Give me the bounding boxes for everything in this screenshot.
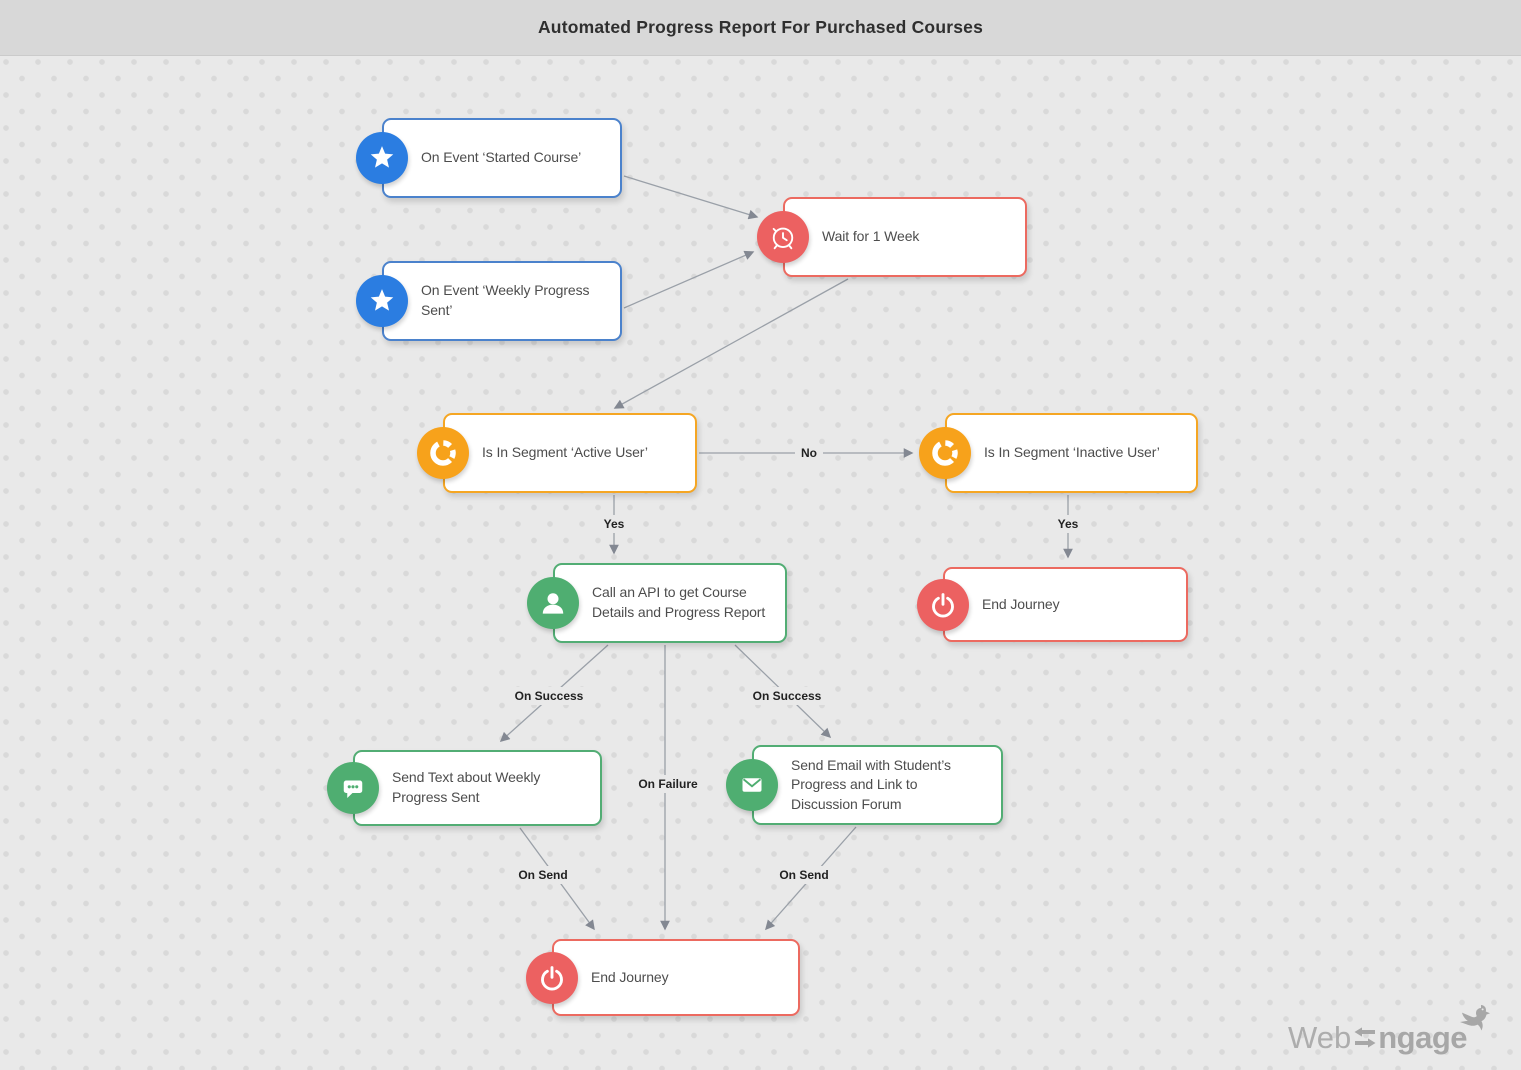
node-call-api[interactable]: Call an API to get Course Details and Pr… bbox=[527, 563, 787, 643]
segment-donut-icon bbox=[417, 427, 469, 479]
envelope-icon bbox=[726, 759, 778, 811]
logo-text-ngage: ngage bbox=[1378, 1019, 1467, 1055]
node-label: End Journey bbox=[982, 595, 1060, 612]
webengage-logo: Web ngage bbox=[1288, 1005, 1497, 1056]
flow-canvas[interactable]: On Event ‘Started Course’ On Event ‘Week… bbox=[0, 57, 1521, 1070]
node-label: Send Text about Weekly Progress Sent bbox=[392, 769, 541, 805]
edge-label-yes-left: Yes bbox=[597, 515, 631, 533]
edge-weekly-to-wait bbox=[623, 250, 755, 309]
star-icon bbox=[356, 132, 408, 184]
node-wait-for-1-week[interactable]: Wait for 1 Week bbox=[757, 197, 1027, 277]
node-segment-active-user[interactable]: Is In Segment ‘Active User’ bbox=[417, 413, 697, 493]
node-event-weekly-progress-sent[interactable]: On Event ‘Weekly Progress Sent’ bbox=[356, 261, 622, 341]
chat-bubble-icon bbox=[327, 762, 379, 814]
node-label: On Event ‘Started Course’ bbox=[421, 149, 582, 166]
node-label: Is In Segment ‘Inactive User’ bbox=[984, 444, 1160, 461]
node-end-journey-final[interactable]: End Journey bbox=[526, 939, 800, 1016]
node-label: End Journey bbox=[591, 968, 669, 985]
node-send-email[interactable]: Send Email with Student’s Progress and L… bbox=[726, 745, 1003, 825]
edge-label-on-success-right: On Success bbox=[746, 687, 828, 705]
node-segment-inactive-user[interactable]: Is In Segment ‘Inactive User’ bbox=[919, 413, 1198, 493]
edge-label-no: No bbox=[795, 444, 823, 462]
segment-donut-icon bbox=[919, 427, 971, 479]
node-end-journey-inactive[interactable]: End Journey bbox=[917, 567, 1188, 642]
alarm-clock-icon bbox=[757, 211, 809, 263]
logo-text-web: Web bbox=[1288, 1019, 1352, 1055]
node-label: Call an API to get Course Details and Pr… bbox=[592, 584, 766, 620]
user-icon bbox=[527, 577, 579, 629]
edge-wait-to-segment-active bbox=[613, 278, 849, 409]
node-send-text[interactable]: Send Text about Weekly Progress Sent bbox=[327, 750, 602, 826]
node-event-started-course[interactable]: On Event ‘Started Course’ bbox=[356, 118, 622, 198]
page-title: Automated Progress Report For Purchased … bbox=[537, 17, 984, 37]
edge-label-on-failure: On Failure bbox=[632, 775, 704, 793]
logo-bird-icon bbox=[1460, 1004, 1490, 1041]
edge-label-yes-right: Yes bbox=[1051, 515, 1085, 533]
edge-label-on-send-right: On Send bbox=[773, 866, 835, 884]
node-label: Is In Segment ‘Active User’ bbox=[482, 444, 648, 461]
node-label: Send Email with Student’s Progress and L… bbox=[791, 756, 951, 812]
power-icon bbox=[917, 578, 969, 631]
star-icon bbox=[356, 275, 408, 327]
edge-label-on-success-left: On Success bbox=[508, 687, 590, 705]
edge-label-on-send-left: On Send bbox=[512, 866, 574, 884]
edge-started-to-wait bbox=[623, 175, 759, 220]
node-label: On Event ‘Weekly Progress Sent’ bbox=[421, 282, 590, 318]
node-label: Wait for 1 Week bbox=[822, 228, 920, 245]
power-icon bbox=[526, 951, 578, 1004]
header-bar: Automated Progress Report For Purchased … bbox=[0, 0, 1521, 56]
logo-arrows-icon bbox=[1353, 1024, 1377, 1056]
